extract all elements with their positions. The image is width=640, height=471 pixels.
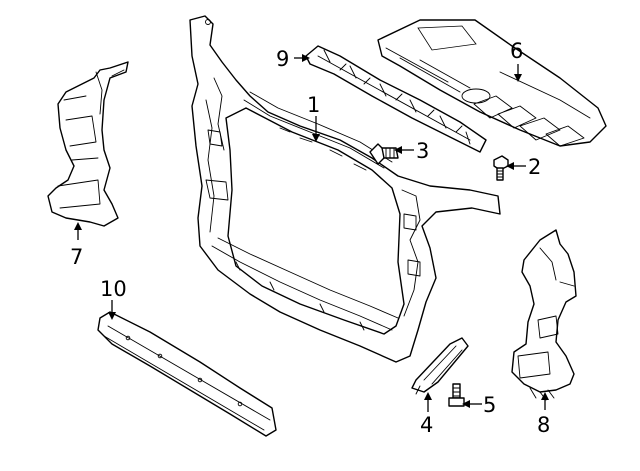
callout-number-2: 2: [528, 155, 541, 179]
callout-number-9: 9: [276, 47, 289, 71]
callout-number-7: 7: [70, 245, 83, 269]
left-air-guide[interactable]: [47, 61, 129, 227]
lower-deflector-strip[interactable]: [97, 311, 277, 437]
callout-10: 10: [100, 277, 127, 320]
callout-2: 2: [506, 155, 541, 179]
callout-9: 9: [276, 47, 310, 71]
lower-bracket[interactable]: [411, 337, 469, 395]
bolt-part-5[interactable]: [448, 383, 465, 407]
callout-7: 7: [70, 222, 83, 269]
upper-air-guide-panel[interactable]: [377, 19, 607, 147]
callout-4: 4: [420, 392, 433, 437]
callout-1: 1: [307, 93, 320, 142]
callout-number-8: 8: [537, 413, 550, 437]
bolt-part-2[interactable]: [493, 155, 509, 181]
upper-seal-strip[interactable]: [305, 45, 487, 153]
callout-6: 6: [510, 39, 523, 82]
callout-8: 8: [537, 392, 550, 437]
push-clip[interactable]: [369, 143, 399, 165]
callout-5: 5: [462, 393, 496, 417]
callout-number-6: 6: [510, 39, 523, 63]
callout-number-10: 10: [100, 277, 127, 301]
callout-number-4: 4: [420, 413, 433, 437]
callout-number-3: 3: [416, 139, 429, 163]
radiator-support-frame[interactable]: [189, 15, 501, 363]
right-air-guide[interactable]: [511, 229, 577, 401]
callout-3: 3: [394, 139, 429, 163]
callout-number-5: 5: [483, 393, 496, 417]
callout-number-1: 1: [307, 93, 320, 117]
